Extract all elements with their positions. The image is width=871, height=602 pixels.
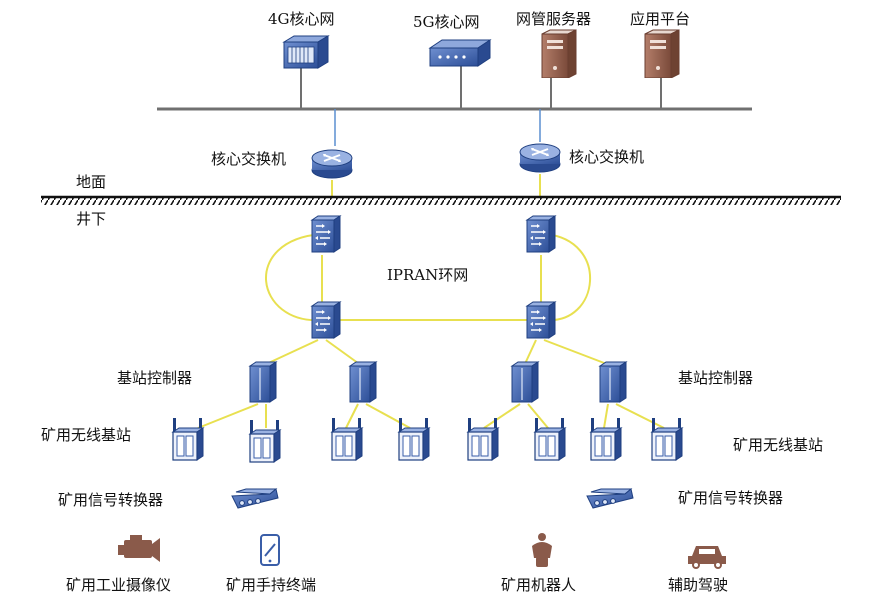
server-rack-icon <box>283 35 329 69</box>
bs-controller-right-label: 基站控制器 <box>678 369 754 387</box>
core-switch-right-label: 核心交换机 <box>569 148 645 166</box>
ground-label: 地面 <box>76 173 107 191</box>
ground-line <box>41 195 841 205</box>
ipran-switch-icon <box>311 301 341 339</box>
uplink-lines <box>331 174 541 198</box>
wireless-base-station-icon <box>534 418 566 461</box>
tower-server-icon <box>644 29 680 78</box>
signal-converter-left-label: 矿用信号转换器 <box>58 491 164 509</box>
wireless-base-station-icon <box>590 418 622 461</box>
wireless-bs-right-label: 矿用无线基站 <box>733 436 824 454</box>
signal-converter-icon <box>231 488 279 509</box>
backbone-bus <box>157 66 752 146</box>
core-switch-left-label: 核心交换机 <box>211 150 287 168</box>
ipran-switch-icon <box>311 215 341 253</box>
core-4g-label: 4G核心网 <box>268 10 335 28</box>
wireless-base-station-icon <box>467 418 499 461</box>
ipran-ring-label: IPRAN环网 <box>387 266 469 284</box>
router-icon <box>311 149 353 179</box>
signal-converter-right-label: 矿用信号转换器 <box>678 489 784 507</box>
controller-links <box>261 339 613 367</box>
assist-driving-label: 辅助驾驶 <box>668 576 729 594</box>
base-station-controller-icon <box>249 361 277 403</box>
handheld-terminal-label: 矿用手持终端 <box>226 576 317 594</box>
router-icon <box>519 143 561 173</box>
bs-controller-left-label: 基站控制器 <box>117 369 193 387</box>
base-station-controller-icon <box>349 361 377 403</box>
base-station-links <box>197 403 665 429</box>
industrial-camera-label: 矿用工业摄像仪 <box>66 576 172 594</box>
mining-robot-label: 矿用机器人 <box>501 576 577 594</box>
network-appliance-icon <box>429 39 491 67</box>
camera-icon <box>118 535 160 562</box>
base-station-controller-icon <box>511 361 539 403</box>
signal-converter-icon <box>586 488 634 509</box>
robot-icon <box>532 533 552 567</box>
ipran-switch-icon <box>526 301 556 339</box>
nms-server-label: 网管服务器 <box>516 10 592 28</box>
core-5g-label: 5G核心网 <box>413 13 480 31</box>
ipran-switch-icon <box>526 215 556 253</box>
wireless-base-station-icon <box>172 418 204 461</box>
handheld-terminal-icon <box>260 534 280 566</box>
wireless-bs-left-label: 矿用无线基站 <box>41 426 132 444</box>
ipran-ring <box>265 233 592 322</box>
tower-server-icon <box>541 29 577 78</box>
underground-label: 井下 <box>76 210 107 228</box>
app-platform-label: 应用平台 <box>630 10 691 28</box>
base-station-controller-icon <box>599 361 627 403</box>
car-icon <box>688 546 726 569</box>
